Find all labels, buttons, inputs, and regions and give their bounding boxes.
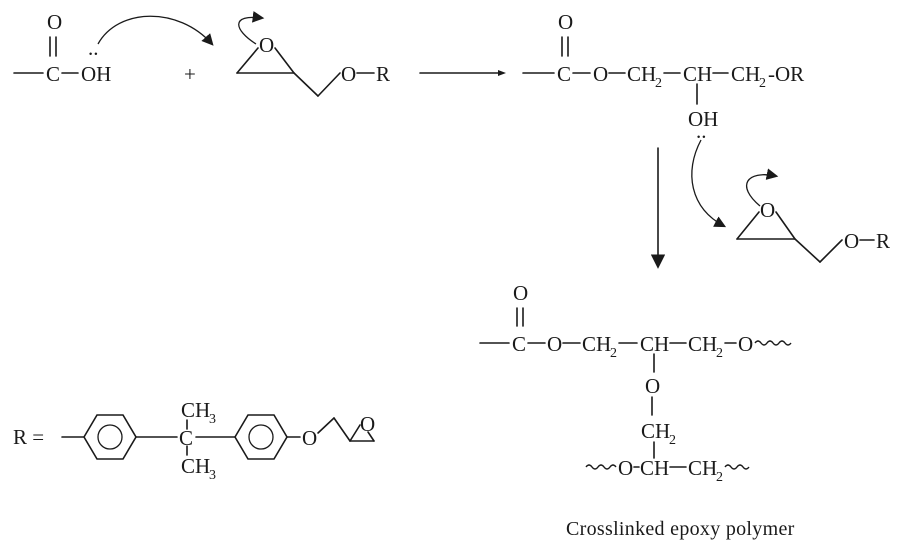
ether-oxygen: O [341, 62, 356, 86]
epoxide-second: O O R [736, 168, 890, 263]
intermediate-ch: CH [683, 62, 712, 86]
intermediate-lone-pair: .. [696, 119, 707, 143]
ring-opening-arrow-2 [746, 168, 779, 207]
intermediate-terminal-or: -OR [768, 62, 804, 86]
product-ch: CH [640, 332, 669, 356]
acid-lone-pair: .. [88, 36, 99, 60]
second-epoxide-oxygen: O [760, 198, 775, 222]
epoxide-chain-1 [293, 72, 319, 97]
carboxylic-acid: O C OH .. [13, 10, 214, 86]
r-group-chain-2 [333, 417, 351, 442]
product-lower-ch: CH [640, 456, 669, 480]
r-group-ether-oxygen: O [302, 426, 317, 450]
epoxide-chain-2 [317, 72, 341, 97]
intermediate-ch2-a: CH [627, 62, 656, 86]
product-ch2-a: CH [582, 332, 611, 356]
second-ether-oxygen: O [844, 229, 859, 253]
r-group-label: R = [13, 425, 44, 449]
benzene-ring-right [234, 414, 288, 460]
r-group-methyl-bottom: CH [181, 454, 210, 478]
nucleophilic-attack-arrow-1 [97, 15, 214, 46]
r-group-methyl-top-subscript: 3 [209, 412, 216, 427]
intermediate-ch2-a-subscript: 2 [655, 76, 662, 91]
intermediate-ester-oxygen: O [593, 62, 608, 86]
intermediate-ch2-b-subscript: 2 [759, 76, 766, 91]
epoxide-ring-right [274, 47, 295, 74]
second-epoxide-ring-left [736, 211, 760, 240]
product-branch-oxygen: O [645, 374, 660, 398]
second-epoxide-ring-right [775, 211, 796, 240]
r-group-methyl-bottom-subscript: 3 [209, 468, 216, 483]
product-caption: Crosslinked epoxy polymer [566, 518, 795, 540]
product-lower-ch2-subscript: 2 [716, 470, 723, 485]
second-epoxide-chain-1 [794, 238, 821, 263]
product-branch-ch2-subscript: 2 [669, 433, 676, 448]
intermediate-hydroxyl: OH [688, 107, 718, 131]
product-wavy-chain-right [754, 340, 792, 346]
product-carbon: C [512, 332, 526, 356]
acid-carbonyl-oxygen: O [47, 10, 62, 34]
product-wavy-chain-left [585, 464, 617, 470]
r-group-quaternary-carbon: C [179, 426, 193, 450]
product-ch2-a-subscript: 2 [610, 346, 617, 361]
product-wavy-chain-lower [724, 464, 750, 470]
r-group-definition: R = CH 3 C CH 3 O O [13, 398, 375, 483]
benzene-ring-left-aromatic [97, 424, 123, 450]
epoxide-oxygen: O [259, 33, 274, 57]
r-group-epoxide-right [367, 431, 375, 442]
plus-sign: + [184, 62, 196, 86]
product-ch2-b: CH [688, 332, 717, 356]
product-ch2-b-subscript: 2 [716, 346, 723, 361]
intermediate-carbonyl-oxygen: O [558, 10, 573, 34]
ring-opening-arrow-1 [238, 11, 265, 45]
intermediate-carbon: C [557, 62, 571, 86]
r-group-epoxide-left [349, 424, 361, 442]
benzene-ring-right-aromatic [248, 424, 274, 450]
product-carbonyl-oxygen: O [513, 281, 528, 305]
benzene-ring-left [83, 414, 137, 460]
nucleophilic-attack-arrow-2 [691, 139, 727, 228]
crosslinked-product: O C O CH 2 CH CH 2 O O CH 2 O CH CH 2 [479, 281, 792, 485]
r-group-epoxide-oxygen: O [360, 412, 375, 436]
product-branch-ch2: CH [641, 419, 670, 443]
reaction-arrow-1-head [498, 70, 506, 76]
epoxide-reactant: O O R [236, 11, 390, 97]
epoxide-ring-left [236, 47, 259, 74]
acid-carbon: C [46, 62, 60, 86]
second-ether-r-group: R [876, 229, 890, 253]
product-lower-ch2: CH [688, 456, 717, 480]
intermediate-ch2-b: CH [731, 62, 760, 86]
product-lower-oxygen: O [618, 456, 633, 480]
r-group-chain-1 [317, 417, 335, 434]
product-ester-oxygen: O [547, 332, 562, 356]
r-group-methyl-top: CH [181, 398, 210, 422]
ether-r-group: R [376, 62, 390, 86]
hydroxy-ester-intermediate: O C O CH 2 CH CH 2 -OR OH .. [522, 10, 804, 143]
product-terminal-oxygen: O [738, 332, 753, 356]
second-epoxide-chain-2 [819, 239, 843, 263]
acid-hydroxyl: OH [81, 62, 111, 86]
